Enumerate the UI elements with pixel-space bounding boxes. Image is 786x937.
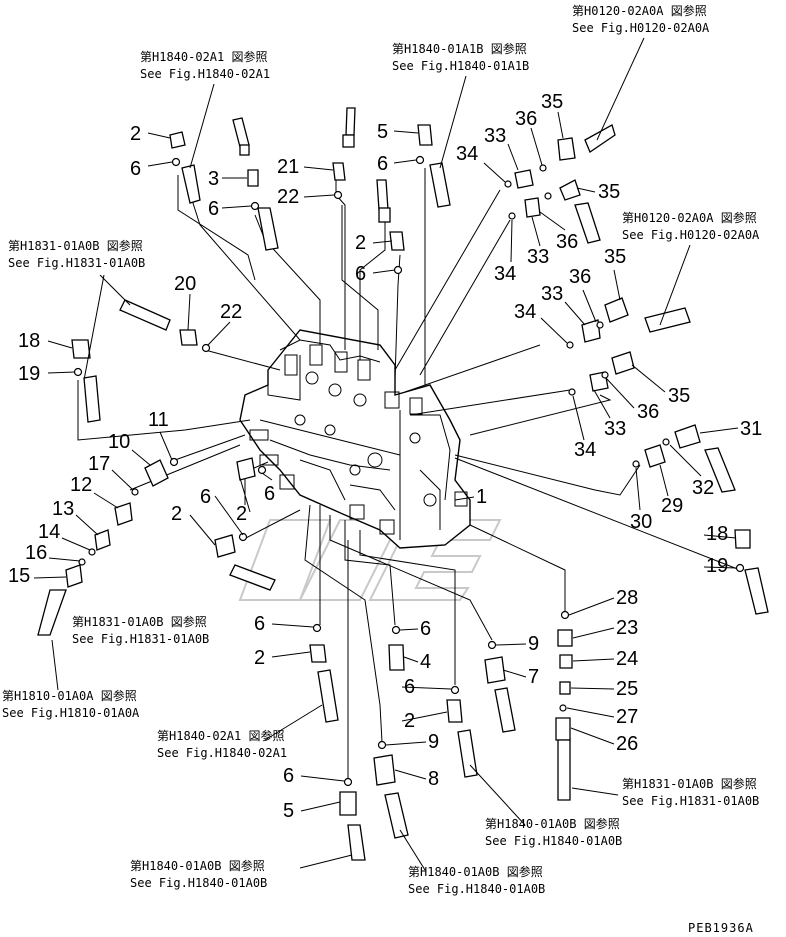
ref-h0120-right-jp: 第H0120-02A0A 図参照 <box>622 210 757 225</box>
ref-h0120-top-jp: 第H0120-02A0A 図参照 <box>572 3 707 18</box>
callout-19: 19 <box>706 555 728 577</box>
callout-34: 34 <box>574 439 596 461</box>
callout-22: 22 <box>220 301 242 323</box>
ref-h0120-top-en: See Fig.H0120-02A0A <box>572 21 710 35</box>
callout-4: 4 <box>420 651 431 673</box>
callout-35: 35 <box>668 385 690 407</box>
callout-34: 34 <box>494 263 516 285</box>
callout-2: 2 <box>404 710 415 732</box>
callout-2: 2 <box>171 503 182 525</box>
callout-20: 20 <box>174 273 196 295</box>
callout-23: 23 <box>616 617 638 639</box>
callout-27: 27 <box>616 706 638 728</box>
callout-21: 21 <box>277 156 299 178</box>
ref-h1810-jp: 第H1810-01A0A 図参照 <box>2 688 137 703</box>
callout-6: 6 <box>264 483 275 505</box>
callout-7: 7 <box>528 666 539 688</box>
callout-28: 28 <box>616 587 638 609</box>
ref-h1840-02a1-bottom-jp: 第H1840-02A1 図参照 <box>157 728 284 743</box>
ref-h1831-left-en: See Fig.H1831-01A0B <box>8 256 145 270</box>
callout-19: 19 <box>18 363 40 385</box>
callout-2: 2 <box>236 503 247 525</box>
ref-h1810-en: See Fig.H1810-01A0A <box>2 706 140 720</box>
ref-h1840-02a1-top-en: See Fig.H1840-02A1 <box>140 67 270 81</box>
callout-5: 5 <box>377 121 388 143</box>
callout-leaders <box>33 111 739 812</box>
callout-33: 33 <box>541 283 563 305</box>
ref-h1840-01a0b-bottom-en: See Fig.H1840-01A0B <box>408 882 545 896</box>
callout-8: 8 <box>428 768 439 790</box>
ref-h1840-02a1-top-jp: 第H1840-02A1 図参照 <box>140 49 267 64</box>
callout-6: 6 <box>377 153 388 175</box>
callout-32: 32 <box>692 477 714 499</box>
part-number-callouts: 2 6 3 6 21 22 5 6 34 33 36 35 35 36 2 6 … <box>8 91 762 822</box>
callout-22: 22 <box>277 186 299 208</box>
callout-16: 16 <box>25 542 47 564</box>
ref-h1840-01a0b-left-en: See Fig.H1840-01A0B <box>130 876 267 890</box>
callout-13: 13 <box>52 498 74 520</box>
ref-h1831-left-jp: 第H1831-01A0B 図参照 <box>8 238 143 253</box>
callout-36: 36 <box>569 266 591 288</box>
callout-6: 6 <box>208 198 219 220</box>
callout-25: 25 <box>616 678 638 700</box>
callout-30: 30 <box>630 511 652 533</box>
callout-6: 6 <box>200 486 211 508</box>
callout-26: 26 <box>616 733 638 755</box>
callout-9: 9 <box>428 731 439 753</box>
callout-12: 12 <box>70 474 92 496</box>
drawing-id: PEB1936A <box>688 921 754 935</box>
callout-6: 6 <box>283 765 294 787</box>
callout-15: 15 <box>8 565 30 587</box>
callout-2: 2 <box>355 232 366 254</box>
callout-33: 33 <box>527 246 549 268</box>
callout-18: 18 <box>706 523 728 545</box>
callout-36: 36 <box>515 108 537 130</box>
reference-arrows <box>51 37 691 871</box>
callout-33: 33 <box>484 125 506 147</box>
callout-3: 3 <box>208 168 219 190</box>
callout-24: 24 <box>616 648 638 670</box>
callout-35: 35 <box>604 246 626 268</box>
callout-6: 6 <box>254 613 265 635</box>
callout-6: 6 <box>355 263 366 285</box>
callout-2: 2 <box>254 647 265 669</box>
callout-6: 6 <box>420 618 431 640</box>
ref-h1831-mid-jp: 第H1831-01A0B 図参照 <box>72 614 207 629</box>
callout-35: 35 <box>598 181 620 203</box>
callout-31: 31 <box>740 418 762 440</box>
callout-35: 35 <box>541 91 563 113</box>
callout-2: 2 <box>130 123 141 145</box>
ref-h1840-01a1b-en: See Fig.H1840-01A1B <box>392 59 529 73</box>
callout-36: 36 <box>637 401 659 423</box>
control-valve-body <box>239 329 471 549</box>
ref-h1840-01a0b-right-en: See Fig.H1840-01A0B <box>485 834 622 848</box>
components <box>37 107 769 861</box>
callout-6: 6 <box>130 158 141 180</box>
callout-34: 34 <box>456 143 478 165</box>
callout-18: 18 <box>18 330 40 352</box>
reference-labels: 第H0120-02A0A 図参照 See Fig.H0120-02A0A 第H1… <box>2 3 760 896</box>
callout-34: 34 <box>514 301 536 323</box>
callout-14: 14 <box>38 521 60 543</box>
leader-lines <box>77 168 741 780</box>
ref-h0120-right-en: See Fig.H0120-02A0A <box>622 228 760 242</box>
ref-h1840-01a0b-bottom-jp: 第H1840-01A0B 図参照 <box>408 864 543 879</box>
ref-h1831-right-jp: 第H1831-01A0B 図参照 <box>622 776 757 791</box>
callout-36: 36 <box>556 231 578 253</box>
ref-h1831-right-en: See Fig.H1831-01A0B <box>622 794 759 808</box>
ref-h1840-01a0b-right-jp: 第H1840-01A0B 図参照 <box>485 816 620 831</box>
callout-1: 1 <box>476 486 487 508</box>
ref-h1840-01a0b-left-jp: 第H1840-01A0B 図参照 <box>130 858 265 873</box>
callout-10: 10 <box>108 431 130 453</box>
ref-h1840-01a1b-jp: 第H1840-01A1B 図参照 <box>392 41 527 56</box>
ref-h1840-02a1-bottom-en: See Fig.H1840-02A1 <box>157 746 287 760</box>
callout-33: 33 <box>604 418 626 440</box>
callout-5: 5 <box>283 800 294 822</box>
callout-11: 11 <box>148 409 169 431</box>
callout-29: 29 <box>661 495 683 517</box>
callout-9: 9 <box>528 633 539 655</box>
callout-17: 17 <box>88 453 110 475</box>
ref-h1831-mid-en: See Fig.H1831-01A0B <box>72 632 209 646</box>
